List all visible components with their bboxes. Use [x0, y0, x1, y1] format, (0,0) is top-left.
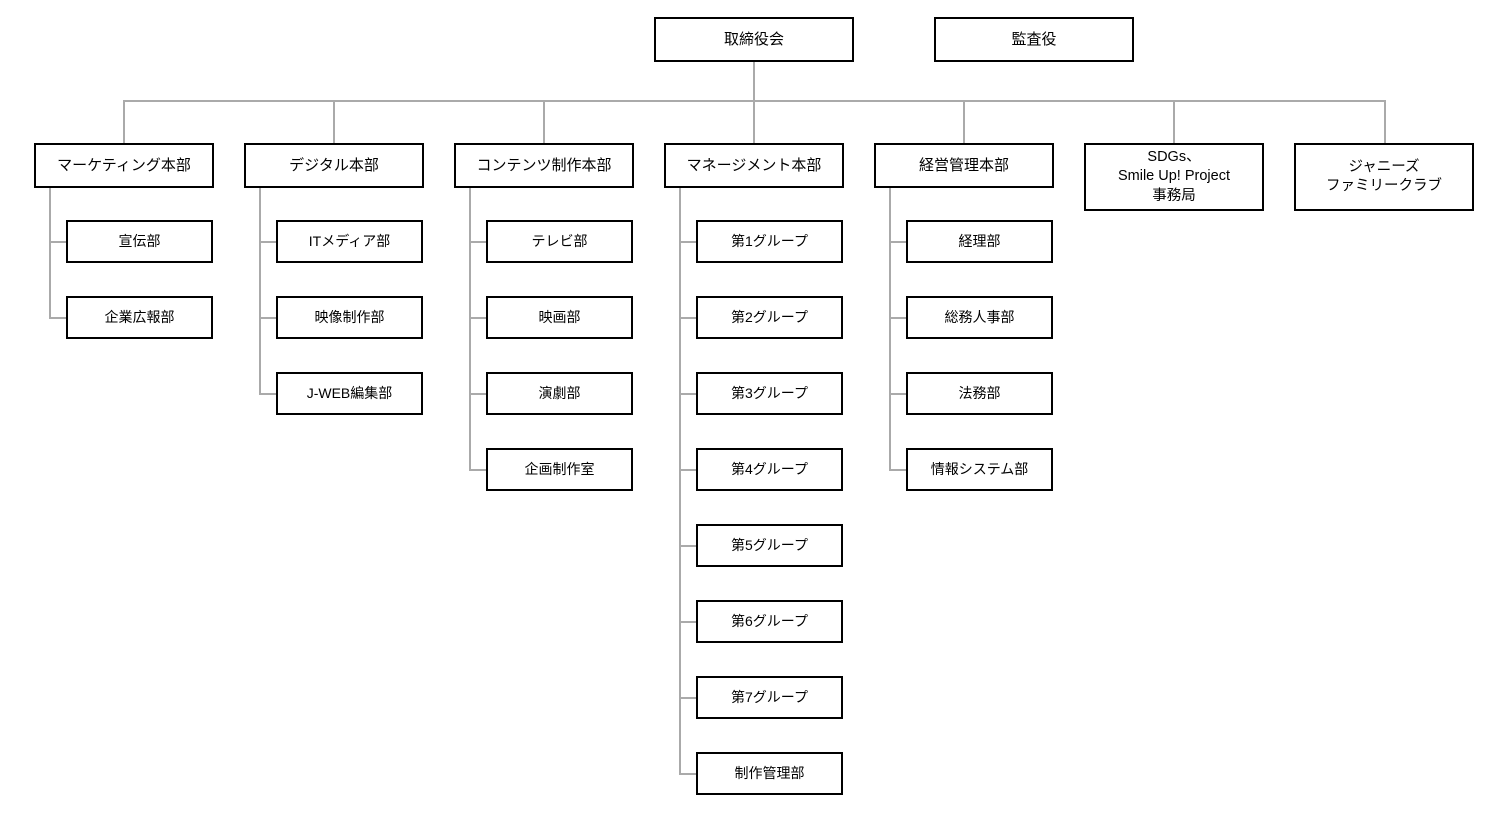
- org-node-board[interactable]: 取締役会: [654, 17, 854, 62]
- org-node-label: 経営管理本部: [918, 156, 1009, 174]
- org-node-label: 監査役: [1011, 30, 1057, 48]
- connector-drop-content: [543, 100, 545, 143]
- connector-stub-mk-2: [49, 317, 67, 319]
- org-node-label: 総務人事部: [944, 309, 1015, 326]
- org-node-hq-digital[interactable]: デジタル本部: [244, 143, 424, 188]
- connector-stub-mg-5: [679, 545, 697, 547]
- connector-stub-ad-2: [889, 317, 907, 319]
- connector-board-stem-top: [753, 62, 755, 100]
- org-node-hq-admin[interactable]: 経営管理本部: [874, 143, 1054, 188]
- org-node-ct-1[interactable]: テレビ部: [486, 220, 633, 263]
- connector-stub-dg-1: [259, 241, 277, 243]
- connector-spine-digital: [259, 188, 261, 394]
- connector-drop-digital: [333, 100, 335, 143]
- org-node-label: マネージメント本部: [686, 156, 822, 174]
- org-node-label: 第1グループ: [731, 233, 808, 250]
- connector-drop-marketing: [123, 100, 125, 143]
- org-node-label: J-WEB編集部: [306, 385, 393, 402]
- connector-stub-dg-3: [259, 393, 277, 395]
- org-node-mg-2[interactable]: 第2グループ: [696, 296, 843, 339]
- org-node-label: 宣伝部: [118, 233, 161, 250]
- org-node-hq-sdgs[interactable]: SDGs、 Smile Up! Project 事務局: [1084, 143, 1264, 211]
- org-node-label: 第5グループ: [731, 537, 808, 554]
- org-node-mg-5[interactable]: 第5グループ: [696, 524, 843, 567]
- org-node-label: 経理部: [958, 233, 1001, 250]
- connector-stub-ad-1: [889, 241, 907, 243]
- connector-stub-mg-2: [679, 317, 697, 319]
- org-node-ct-4[interactable]: 企画制作室: [486, 448, 633, 491]
- org-node-label: 企業広報部: [104, 309, 175, 326]
- org-node-ct-2[interactable]: 映画部: [486, 296, 633, 339]
- connector-stub-ct-3: [469, 393, 487, 395]
- org-node-ad-1[interactable]: 経理部: [906, 220, 1053, 263]
- connector-spine-content: [469, 188, 471, 470]
- connector-stub-mg-8: [679, 773, 697, 775]
- org-node-label: 法務部: [958, 385, 1001, 402]
- org-node-ad-3[interactable]: 法務部: [906, 372, 1053, 415]
- connector-stub-ad-3: [889, 393, 907, 395]
- org-node-label: 映画部: [538, 309, 581, 326]
- org-node-label: 演劇部: [538, 385, 581, 402]
- org-node-label: マーケティング本部: [57, 156, 191, 174]
- org-node-label: コンテンツ制作本部: [476, 156, 612, 174]
- connector-stub-mg-1: [679, 241, 697, 243]
- org-node-mg-6[interactable]: 第6グループ: [696, 600, 843, 643]
- org-node-hq-management[interactable]: マネージメント本部: [664, 143, 844, 188]
- connector-spine-marketing: [49, 188, 51, 318]
- org-node-mg-7[interactable]: 第7グループ: [696, 676, 843, 719]
- org-node-mk-1[interactable]: 宣伝部: [66, 220, 213, 263]
- org-node-label: 企画制作室: [524, 461, 595, 478]
- org-node-dg-2[interactable]: 映像制作部: [276, 296, 423, 339]
- connector-stub-ct-4: [469, 469, 487, 471]
- org-node-label: SDGs、 Smile Up! Project 事務局: [1117, 149, 1230, 204]
- connector-drop-admin: [963, 100, 965, 143]
- org-node-label: 取締役会: [723, 30, 784, 48]
- org-node-label: ITメディア部: [308, 233, 391, 250]
- org-node-label: 第3グループ: [731, 385, 808, 402]
- connector-stub-dg-2: [259, 317, 277, 319]
- connector-spine-management: [679, 188, 681, 774]
- connector-spine-admin: [889, 188, 891, 470]
- org-node-label: 映像制作部: [314, 309, 385, 326]
- connector-stub-ad-4: [889, 469, 907, 471]
- connector-stub-mg-3: [679, 393, 697, 395]
- org-node-ct-3[interactable]: 演劇部: [486, 372, 633, 415]
- connector-drop-sdgs: [1173, 100, 1175, 143]
- connector-stub-mg-6: [679, 621, 697, 623]
- connector-stub-ct-2: [469, 317, 487, 319]
- org-node-dg-1[interactable]: ITメディア部: [276, 220, 423, 263]
- org-node-label: 制作管理部: [734, 765, 805, 782]
- org-node-label: 第2グループ: [731, 309, 808, 326]
- connector-stub-mg-7: [679, 697, 697, 699]
- org-node-mg-3[interactable]: 第3グループ: [696, 372, 843, 415]
- org-node-mg-4[interactable]: 第4グループ: [696, 448, 843, 491]
- org-node-label: テレビ部: [531, 233, 588, 250]
- connector-drop-management: [753, 100, 755, 143]
- org-node-mk-2[interactable]: 企業広報部: [66, 296, 213, 339]
- org-node-label: 第4グループ: [731, 461, 808, 478]
- org-node-dg-3[interactable]: J-WEB編集部: [276, 372, 423, 415]
- connector-drop-fanclub: [1384, 100, 1386, 143]
- org-node-label: 第7グループ: [731, 689, 808, 706]
- connector-stub-ct-1: [469, 241, 487, 243]
- connector-stub-mk-1: [49, 241, 67, 243]
- org-node-ad-4[interactable]: 情報システム部: [906, 448, 1053, 491]
- connector-stub-mg-4: [679, 469, 697, 471]
- org-node-label: ジャニーズ ファミリークラブ: [1326, 158, 1442, 194]
- org-node-hq-content[interactable]: コンテンツ制作本部: [454, 143, 634, 188]
- org-node-ad-2[interactable]: 総務人事部: [906, 296, 1053, 339]
- org-node-hq-marketing[interactable]: マーケティング本部: [34, 143, 214, 188]
- org-node-hq-fanclub[interactable]: ジャニーズ ファミリークラブ: [1294, 143, 1474, 211]
- org-node-mg-8[interactable]: 制作管理部: [696, 752, 843, 795]
- org-node-label: デジタル本部: [289, 156, 379, 174]
- org-node-mg-1[interactable]: 第1グループ: [696, 220, 843, 263]
- org-node-label: 情報システム部: [930, 461, 1029, 478]
- org-node-label: 第6グループ: [731, 613, 808, 630]
- org-node-auditor[interactable]: 監査役: [934, 17, 1134, 62]
